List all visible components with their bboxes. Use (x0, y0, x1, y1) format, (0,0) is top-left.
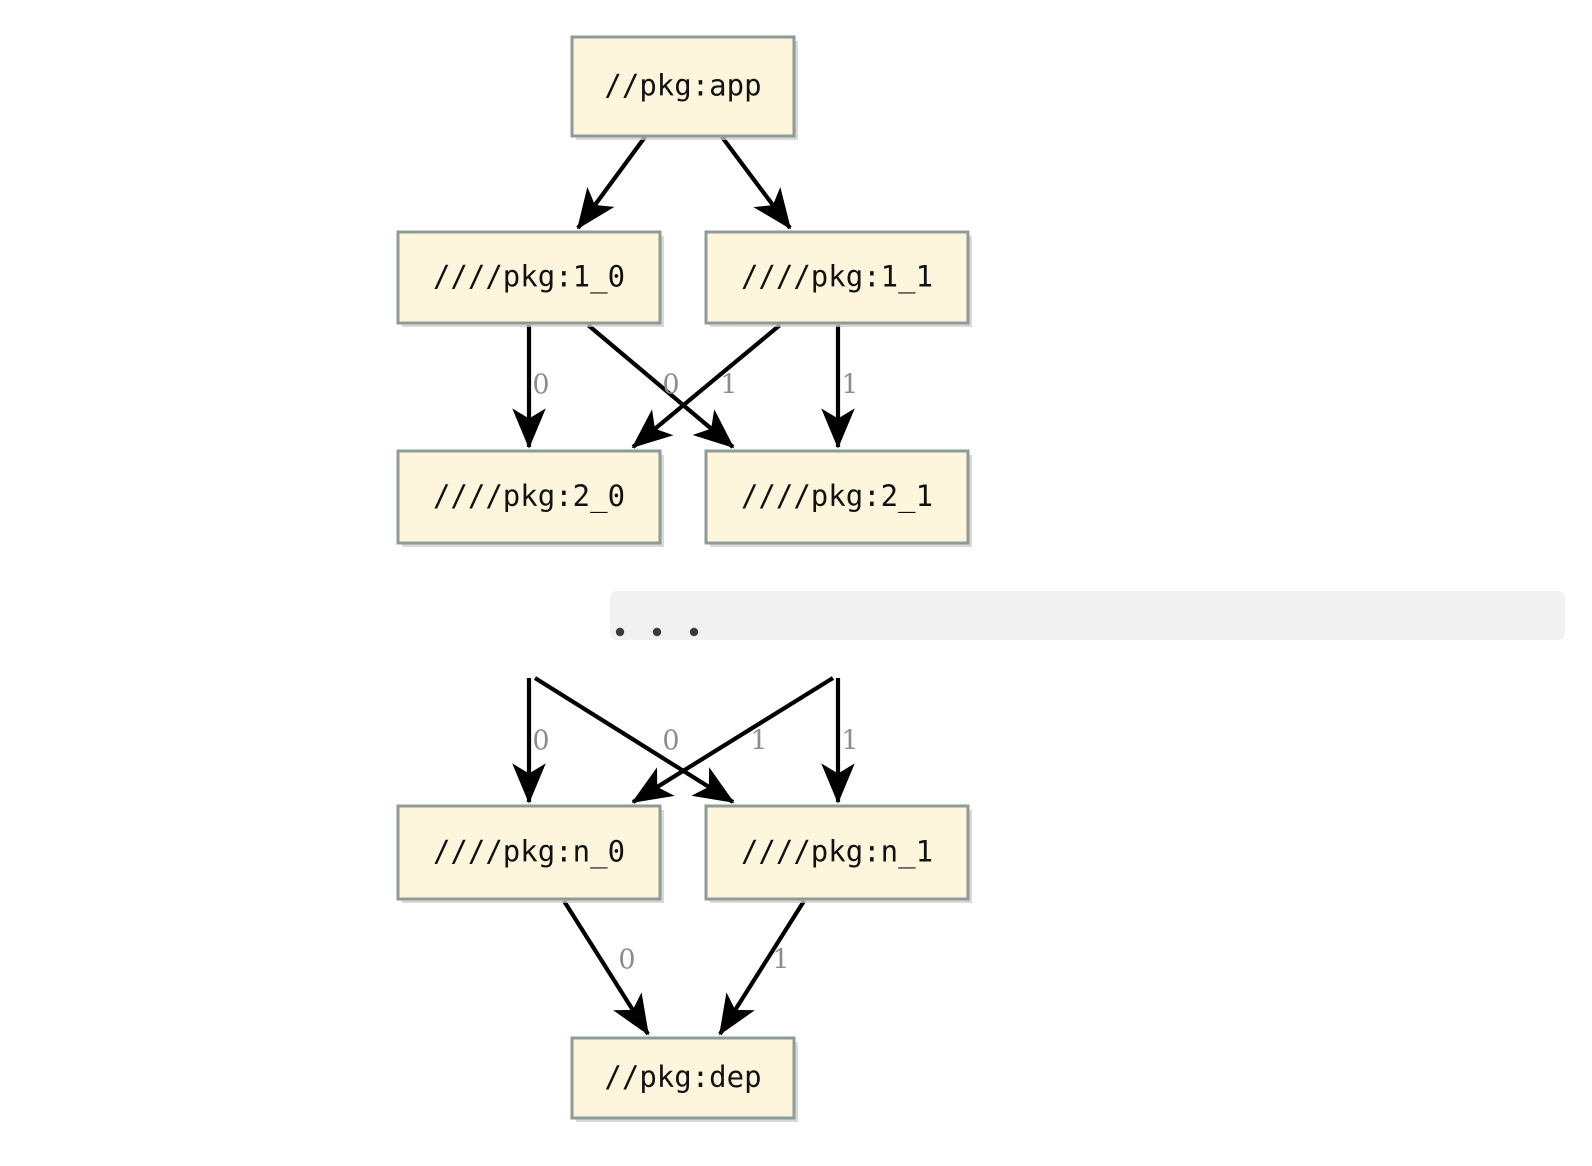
edge-app-to-1_1 (720, 135, 792, 230)
node-label: ////pkg:1_1 (741, 260, 933, 295)
node-dep[interactable]: //pkg:dep (570, 1036, 798, 1122)
omitted-levels-band (610, 591, 1565, 640)
edge-hidden-to-n_1 (533, 676, 735, 804)
node-box[interactable] (704, 804, 970, 901)
edge-hidden-to-n_0-b (631, 676, 835, 804)
node-box[interactable] (570, 1036, 796, 1120)
node-box[interactable] (570, 35, 796, 138)
edge-label-hidden-to-n_1: 0 (662, 726, 679, 757)
edge-1_1-to-2_0 (631, 323, 782, 449)
node-box[interactable] (396, 804, 662, 901)
edge-label-1_0-to-2_1: 0 (662, 370, 679, 401)
edge-n_0-to-dep (562, 899, 650, 1036)
edge-label-1_1-to-2_0: 1 (720, 370, 737, 401)
ellipsis-dot-2 (689, 627, 699, 637)
node-box[interactable] (396, 449, 662, 545)
edge-n_1-to-dep (718, 899, 806, 1036)
edge-label-hidden-to-n_1-b: 1 (841, 726, 858, 757)
node-n2_0[interactable]: ////pkg:2_0 (396, 449, 664, 547)
node-nn_0[interactable]: ////pkg:n_0 (396, 804, 664, 903)
node-box[interactable] (704, 230, 970, 325)
edge-label-n_0-to-dep: 0 (618, 945, 635, 976)
node-label: //pkg:app (604, 69, 761, 103)
edge-label-n_1-to-dep: 1 (772, 945, 789, 976)
nodes-layer: //pkg:app ////pkg:1_0 ////pkg:1_1 ////pkg:2… (396, 35, 972, 1122)
edges-layer (512, 135, 855, 1036)
node-label: ////pkg:n_0 (433, 835, 625, 870)
node-label: ////pkg:n_1 (741, 835, 933, 870)
edge-label-hidden-to-n_0-b: 1 (750, 726, 767, 757)
edge-label-1_1-to-2_1: 1 (841, 370, 858, 401)
node-nn_1[interactable]: ////pkg:n_1 (704, 804, 972, 903)
ellipsis-dot-0 (615, 627, 625, 637)
node-label: //pkg:dep (604, 1060, 761, 1094)
node-label: ////pkg:2_0 (433, 479, 625, 514)
edge-labels-layer: 0 0 1 1 0 0 1 1 0 1 (532, 370, 858, 976)
node-label: ////pkg:1_0 (433, 260, 625, 295)
node-n1_0[interactable]: ////pkg:1_0 (396, 230, 664, 327)
edge-1_0-to-2_1 (586, 323, 735, 449)
edge-app-to-1_0 (576, 135, 647, 230)
node-box[interactable] (704, 449, 970, 545)
edge-label-1_0-to-2_0: 0 (532, 370, 549, 401)
ellipsis-dot-1 (652, 627, 662, 637)
node-label: ////pkg:2_1 (741, 479, 933, 514)
node-box[interactable] (396, 230, 662, 325)
edge-label-hidden-to-n_0: 0 (532, 726, 549, 757)
ellipsis-layer (610, 591, 1565, 640)
node-n2_1[interactable]: ////pkg:2_1 (704, 449, 972, 547)
node-n1_1[interactable]: ////pkg:1_1 (704, 230, 972, 327)
node-app[interactable]: //pkg:app (570, 35, 798, 140)
